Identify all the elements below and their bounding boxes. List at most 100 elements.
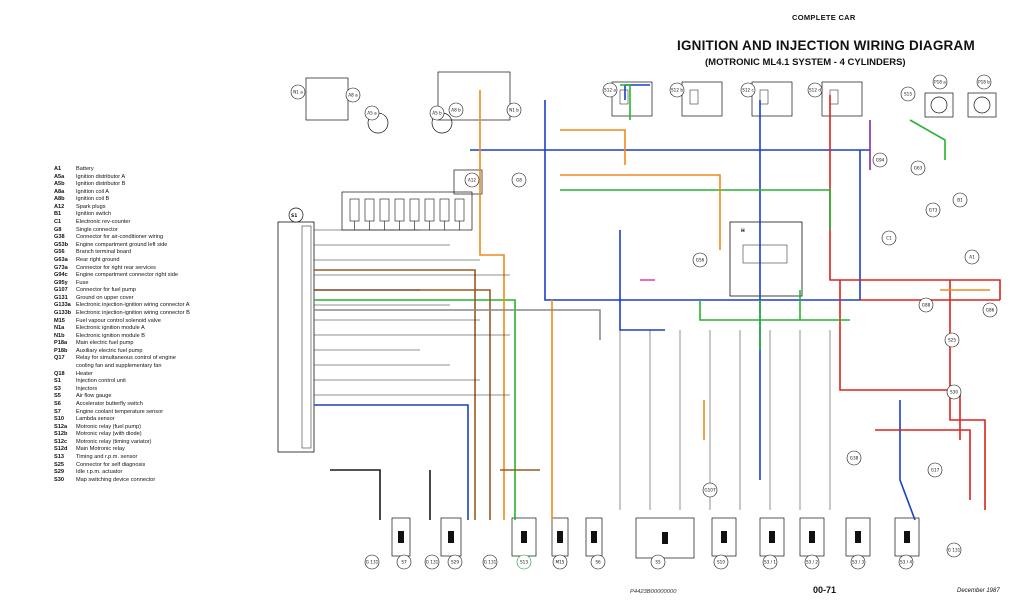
component-label-text: N1 b [509, 108, 519, 113]
legend-desc: Electronic injection-ignition wiring con… [76, 309, 190, 316]
legend-desc: Electronic rev-counter [76, 219, 131, 226]
component-label-circle [881, 230, 897, 246]
legend-desc: Connector for fuel pump [76, 287, 137, 294]
wire-blue [314, 404, 469, 520]
legend-row: G133b Electronic injection-ignition wirin… [54, 310, 190, 318]
component-label-text: S5 [655, 560, 661, 565]
legend-code: N1a [54, 325, 65, 332]
legend-code: A5a [54, 173, 65, 180]
component-label-circle [506, 102, 522, 118]
wire-red [829, 95, 1001, 300]
legend-code: G8 [54, 226, 62, 233]
legend-code: G107 [54, 287, 68, 294]
component-label: S3 / 1 [762, 554, 778, 570]
legend-desc: Ignition distributor B [76, 181, 126, 188]
legend-code: S10 [54, 416, 64, 423]
component-label-circle [964, 249, 980, 265]
spark-plug [379, 198, 390, 222]
page-number: 00-71 [813, 585, 837, 595]
legend-desc: Ignition switch [76, 211, 112, 218]
legend-code: B1 [54, 211, 62, 218]
component-label-text: G56 [696, 258, 705, 263]
component-label: S30 [946, 384, 962, 400]
legend-desc: Single connector [76, 226, 118, 233]
legend-desc: Main electric fuel pump [76, 340, 134, 347]
legend-code: S3 [54, 385, 61, 392]
component-label-text: A12 [468, 178, 477, 183]
ecu-s1: S1 [277, 207, 315, 453]
component-label: M15 [552, 554, 568, 570]
legend-desc: Connector for self diagnosis [76, 461, 146, 468]
legend-code: A12 [54, 203, 65, 210]
wire-orange [479, 90, 505, 520]
component-label-text: A1 [969, 255, 975, 260]
legend-code: G95y [54, 279, 68, 286]
component-label-text: P18 a [934, 80, 946, 85]
relay-box-h: H [729, 221, 803, 297]
relay-coil [689, 89, 699, 105]
component-label-circle [702, 482, 718, 498]
legend-code: G94c [54, 272, 68, 279]
relay-box [611, 81, 653, 117]
component-label: S6 [590, 554, 606, 570]
component-label: N1 b [506, 102, 522, 118]
wire-grey [314, 309, 601, 340]
component-label-text: S12 d [809, 88, 821, 93]
component-label-text: S3 / 1 [764, 560, 776, 565]
legend-code: S7 [54, 408, 61, 415]
component-label-circle [290, 84, 306, 100]
component-label-circle [429, 105, 445, 121]
component-label-circle [713, 554, 729, 570]
component-label-circle [918, 297, 934, 313]
legend-desc: Relay for simultaneous control of engine [76, 355, 176, 362]
component-label-circle [872, 152, 888, 168]
component-label-circle [900, 86, 916, 102]
spark-plug [394, 198, 405, 222]
wire-orange [560, 174, 721, 250]
component-label-text: G 131 [426, 560, 439, 565]
component-label-circle [807, 82, 823, 98]
component-label: S12 b [669, 82, 685, 98]
legend-desc: Fuel vapour control solenoid valve [76, 317, 161, 324]
relay-box-label: H [741, 228, 745, 234]
legend-row: cooling fan and supplementary fan [54, 363, 190, 371]
legend-code: G133b [54, 309, 72, 316]
wire-red [949, 280, 986, 510]
component-label-circle [516, 554, 532, 570]
component-label-text: S29 [451, 560, 459, 565]
legend-desc: Auxiliary electric fuel pump [76, 347, 143, 354]
legend-desc: Connector for air-conditioner wiring [76, 234, 164, 241]
sensor-element [721, 531, 727, 543]
relay-coil [619, 89, 629, 105]
component-label: G 131 [946, 542, 962, 558]
component-label-circle [552, 554, 568, 570]
component-label: G17 [927, 462, 943, 478]
sensor-element [904, 531, 910, 543]
legend-code: G73a [54, 264, 68, 271]
component-label-text: B1 [957, 198, 963, 203]
component-label-text: G 131 [948, 548, 961, 553]
relay-box [751, 81, 793, 117]
component-label: G86 [982, 302, 998, 318]
component-label-text: G73 [929, 208, 938, 213]
legend-desc: Ignition coil B [76, 196, 110, 203]
legend-desc: Electronic ignition module A [76, 325, 145, 332]
sensor-element [769, 531, 775, 543]
component-label-circle [590, 554, 606, 570]
legend-code: G63a [54, 256, 68, 263]
header-label: COMPLETE CAR [792, 13, 856, 22]
component-label-text: S3 / 4 [900, 560, 912, 565]
component-label-text: S12 b [671, 88, 683, 93]
legend-code: A1 [54, 166, 62, 172]
component-label-circle [946, 542, 962, 558]
component-label-circle [910, 160, 926, 176]
component-label: A1 [964, 249, 980, 265]
spark-plug [409, 198, 420, 222]
